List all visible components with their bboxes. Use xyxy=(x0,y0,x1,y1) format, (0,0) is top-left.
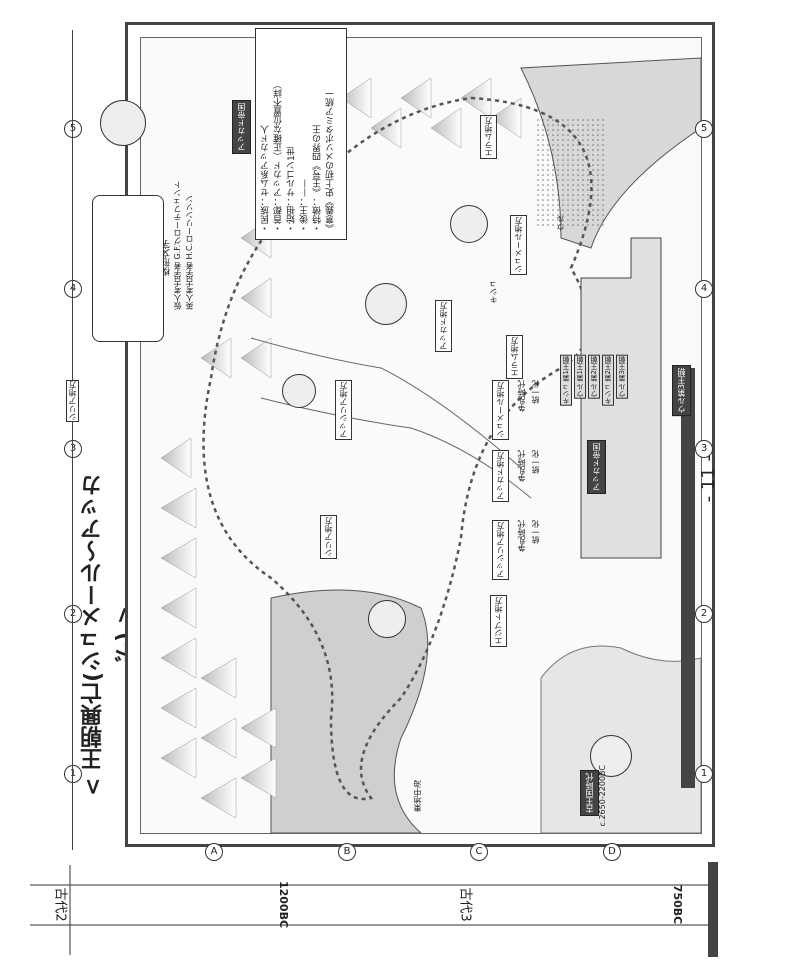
chrono-assyria: アッシリア地方 xyxy=(492,520,509,580)
era3-label: 古代3 xyxy=(457,887,473,922)
elam-dotted-region xyxy=(536,118,606,228)
dynasty-row: ウル 第1王朝 xyxy=(574,355,586,399)
dynasty-row: キシュ 第2王朝 xyxy=(602,355,614,406)
region-syria: シリア地方 xyxy=(320,515,337,559)
page-tag: シリア地方 xyxy=(66,380,79,422)
region-sumer: シュメール地方 xyxy=(510,215,527,275)
chrono-akkad-unify: 統一化 xyxy=(531,450,540,474)
dynasty-row: ウル 第3王朝 xyxy=(616,355,628,399)
character-egypt xyxy=(590,735,632,777)
dynasty-row: ウル 第2王朝 xyxy=(588,355,600,399)
grid-col-4-top: 4 xyxy=(64,280,82,298)
river-euphrates xyxy=(250,337,522,469)
character-syria xyxy=(368,600,406,638)
grid-col-5-bottom: 5 xyxy=(695,120,713,138)
grid-col-4-bottom: 4 xyxy=(695,280,713,298)
decipher-note: 仮人考古学者 G.F.グローテフェント 英人考古学者 H.C.ローリンソン xyxy=(172,150,196,310)
map-inner xyxy=(140,37,702,834)
region-akkad: アッカド地方 xyxy=(435,300,452,352)
dynasty-row: キシュ 第1王朝 xyxy=(560,355,572,406)
region-elam: エラム地方 xyxy=(480,115,497,159)
character-assyria xyxy=(282,374,316,408)
character-akkad xyxy=(365,283,407,325)
info-box-text: ・民族：セム系アッカド人 ・首都：アッカド（正確な位置不詳） ・始祖：サルゴン1… xyxy=(256,29,342,237)
ur3-bar xyxy=(681,368,695,788)
info-line: ・後王：—— xyxy=(300,179,310,233)
grid-row-d: D xyxy=(603,843,621,861)
info-box: ・民族：セム系アッカド人 ・首都：アッカド（正確な位置不詳） ・始祖：サルゴン1… xyxy=(255,28,347,240)
empire-label: アッカド帝国 xyxy=(232,100,251,154)
chrono-akkad-empire: アッカド帝国 xyxy=(587,440,606,494)
character-top xyxy=(100,100,146,146)
info-line: ・特徴：《王号》四界の王 xyxy=(313,125,323,233)
egypt-label: 古王国時代 xyxy=(580,770,599,816)
year-start: 1200BC xyxy=(277,880,291,929)
timeline-strip: 古代2 古代3 1200BC 750BC xyxy=(0,860,800,960)
grid-col-3-top: 3 xyxy=(64,440,82,458)
chrono-assyria-unify: 統一化 xyxy=(531,520,540,544)
info-line: ・始祖：サルゴン1世 xyxy=(287,146,297,233)
city-kish: キシュ xyxy=(489,280,498,304)
map-svg xyxy=(160,57,701,833)
info-line: ・民族：セム系アッカド人 xyxy=(261,125,271,233)
region-egypt-label: エジプト地方 xyxy=(490,595,507,647)
grid-row-a: A xyxy=(205,843,223,861)
chrono-ur3: ウル第3王朝 xyxy=(672,365,691,417)
chrono-akkad: アッカド地方 xyxy=(492,450,509,502)
grid-col-1-top: 1 xyxy=(64,765,82,783)
page-number: - 11 - xyxy=(698,455,719,503)
chrono-assyria-era: 争乱時代 xyxy=(517,520,526,552)
left-margin-line xyxy=(72,30,73,850)
egypt-dates: c.2650-2200BC xyxy=(598,765,607,827)
grid-col-3-bottom: 3 xyxy=(695,440,713,458)
land-mass-south xyxy=(270,589,429,833)
grid-row-c: C xyxy=(470,843,488,861)
map-frame xyxy=(125,22,715,847)
character-sumer xyxy=(450,205,488,243)
city-ur: ウル xyxy=(556,215,565,231)
grid-col-5-top: 5 xyxy=(64,120,82,138)
sea-label: 東地中海 xyxy=(413,780,422,812)
speech-bubble xyxy=(92,195,164,342)
era2-label: 古代2 xyxy=(52,887,68,922)
grid-col-2-top: 2 xyxy=(64,605,82,623)
decipher-line-1: 仮人考古学者 G.F.グローテフェント xyxy=(173,180,182,310)
grid-row-b: B xyxy=(338,843,356,861)
page-title: < 王朝興亡(シュメール〜アッカド) > xyxy=(78,470,138,800)
chrono-sumer-unify: 統一化 xyxy=(531,380,540,404)
info-line: ・首都：アッカド（正確な位置不詳） xyxy=(274,80,284,233)
chrono-sumer: シュメール地方 xyxy=(492,380,509,440)
grid-col-1-bottom: 1 xyxy=(695,765,713,783)
chrono-akkad-era: 争乱時代 xyxy=(517,450,526,482)
chrono-elam: エラム地方 xyxy=(506,335,523,379)
timeline-lines xyxy=(30,862,718,957)
region-assyria: アッシリア地方 xyxy=(335,380,352,440)
info-line: 《意義》史上初のメソポタミア統一 xyxy=(326,89,336,233)
river-tigris xyxy=(260,397,532,499)
year-end: 750BC xyxy=(671,884,685,925)
chrono-sumer-era: 争乱時代 xyxy=(517,380,526,412)
grid-col-2-bottom: 2 xyxy=(695,605,713,623)
decipher-line-2: 英人考古学者 H.C.ローリンソン xyxy=(185,194,194,310)
